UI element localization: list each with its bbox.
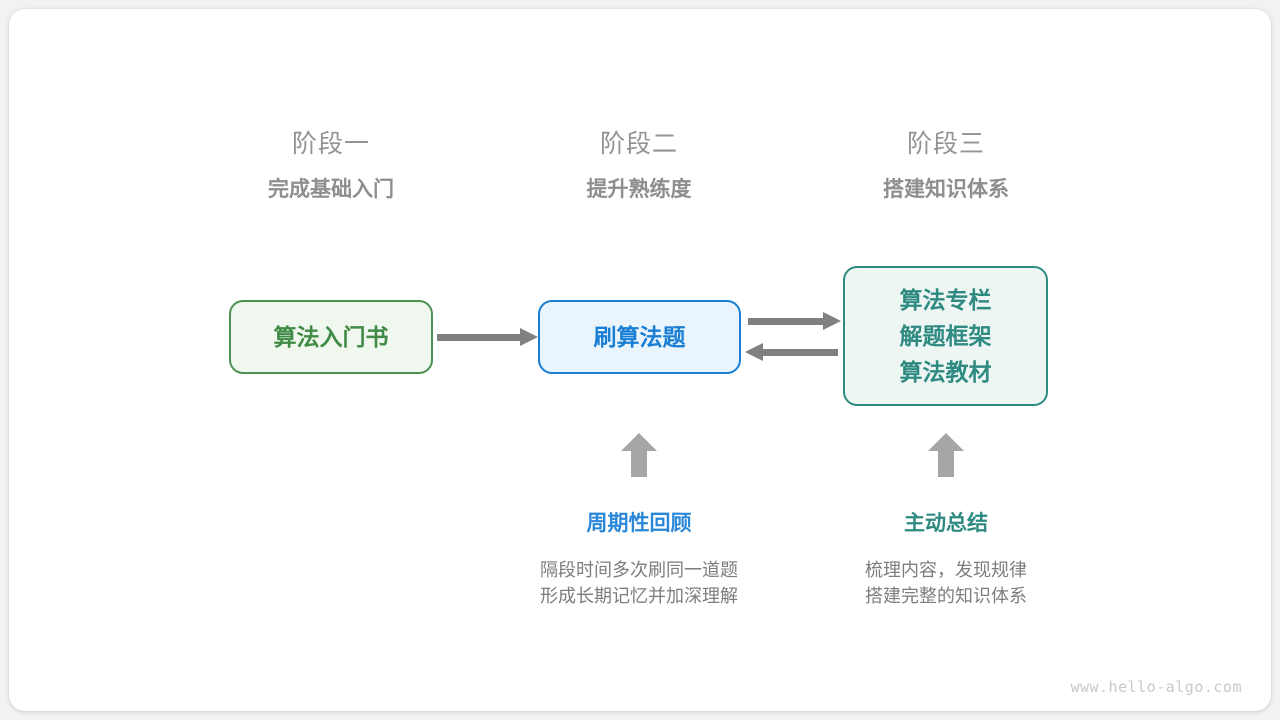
node-practice-problems: 刷算法题 — [538, 300, 741, 374]
node-practice-problems-label: 刷算法题 — [593, 324, 686, 350]
phase-header-3: 阶段三 搭建知识体系 — [816, 127, 1076, 205]
note-periodic-review-desc-line-1: 隔段时间多次刷同一道题 — [540, 560, 738, 580]
note-active-summary: 主动总结 梳理内容，发现规律 搭建完整的知识体系 — [796, 510, 1096, 609]
phase-subtitle-2: 提升熟练度 — [586, 178, 692, 201]
phase-subtitle-1: 完成基础入门 — [268, 178, 394, 201]
phase-header-2: 阶段二 提升熟练度 — [509, 127, 769, 205]
note-active-summary-desc-line-1: 梳理内容，发现规律 — [865, 560, 1027, 580]
arrow-knowledge-to-practice-icon — [745, 343, 838, 361]
node-intro-book: 算法入门书 — [229, 300, 433, 374]
arrow-book-to-practice-icon — [437, 328, 538, 346]
phase-title-3: 阶段三 — [906, 130, 985, 158]
up-arrow-summary-glyph — [928, 433, 964, 477]
note-periodic-review: 周期性回顾 隔段时间多次刷同一道题 形成长期记忆并加深理解 — [489, 510, 789, 609]
node-knowledge-line-3: 算法教材 — [899, 359, 992, 385]
phase-subtitle-3: 搭建知识体系 — [883, 178, 1009, 201]
phase-title-2: 阶段二 — [599, 130, 678, 158]
phase-header-1: 阶段一 完成基础入门 — [201, 127, 461, 205]
up-arrow-review-glyph — [621, 433, 657, 477]
node-knowledge-resources: 算法专栏 解题框架 算法教材 — [843, 266, 1048, 406]
note-periodic-review-title: 周期性回顾 — [586, 512, 692, 535]
node-knowledge-line-1: 算法专栏 — [899, 287, 992, 313]
arrow-practice-to-knowledge-icon — [748, 312, 841, 330]
up-arrow-review-icon — [621, 433, 657, 477]
node-intro-book-label: 算法入门书 — [273, 324, 389, 350]
up-arrow-summary-icon — [928, 433, 964, 477]
note-periodic-review-desc-line-2: 形成长期记忆并加深理解 — [540, 586, 738, 606]
note-active-summary-title: 主动总结 — [904, 512, 988, 535]
note-active-summary-desc-line-2: 搭建完整的知识体系 — [865, 586, 1027, 606]
node-knowledge-line-2: 解题框架 — [899, 323, 992, 349]
phase-title-1: 阶段一 — [291, 130, 370, 158]
watermark: www.hello-algo.com — [1070, 678, 1242, 696]
